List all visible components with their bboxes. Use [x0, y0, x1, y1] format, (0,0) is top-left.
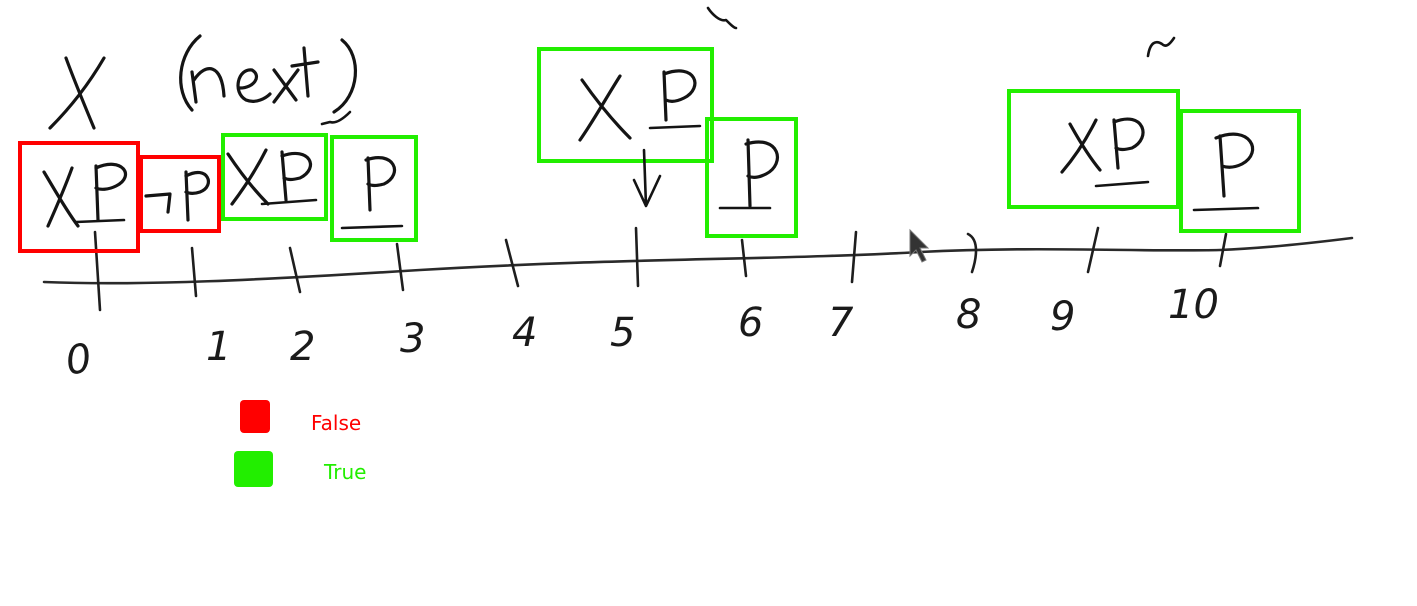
tick-mark: [504, 238, 520, 288]
tick-label: 10: [1168, 282, 1219, 328]
tick-mark: [1086, 226, 1100, 274]
tick-label: 1: [206, 324, 231, 370]
formula-box-xp-pos0: [18, 141, 140, 253]
tick-mark: [1218, 232, 1228, 268]
tick-label: 3: [400, 316, 425, 362]
timeline-ticks: [93, 226, 1228, 312]
formula-box-not-p-pos1: [139, 155, 221, 233]
annotation-tildes: [706, 6, 1176, 58]
tick-mark: [288, 246, 302, 294]
formula-box-xp-pos2: [221, 133, 328, 221]
tick-mark: [634, 226, 640, 288]
tick-label: 6: [738, 300, 763, 346]
formula-box-p-pos10: [1179, 109, 1301, 233]
false-box: [139, 155, 221, 233]
tick-label: 9: [1050, 294, 1075, 340]
formula-box-p-pos6: [705, 117, 798, 238]
formula-box-xp-pos5: [537, 47, 714, 163]
timeline-axis: [42, 236, 1354, 285]
true-box: [330, 135, 418, 242]
tick-label: 4: [512, 310, 537, 356]
true-box: [221, 133, 328, 221]
tick-label: 8: [956, 292, 981, 338]
true-box: [705, 117, 798, 238]
tick-label: 7: [828, 300, 854, 346]
tick-label: 0: [63, 335, 95, 384]
tick-label: 5: [610, 310, 635, 356]
tick-labels: 0 1 2 3 4 5 6 7 8 9 10: [63, 282, 1219, 385]
formula-box-xp-pos9: [1007, 89, 1180, 209]
true-box: [1179, 109, 1301, 233]
tick-mark: [740, 238, 748, 278]
tick-mark: [93, 230, 102, 312]
formula-box-p-pos3: [330, 135, 418, 242]
tick-mark: [966, 232, 978, 274]
tick-mark: [850, 230, 858, 284]
true-box: [1007, 89, 1180, 209]
false-box: [18, 141, 140, 253]
down-arrow: [632, 148, 662, 208]
heading-x-next: [48, 34, 357, 130]
mouse-cursor-icon: [909, 228, 930, 263]
true-box: [537, 47, 714, 163]
tick-mark: [395, 242, 405, 292]
tick-mark: [190, 246, 198, 298]
tick-label: 2: [290, 324, 315, 370]
